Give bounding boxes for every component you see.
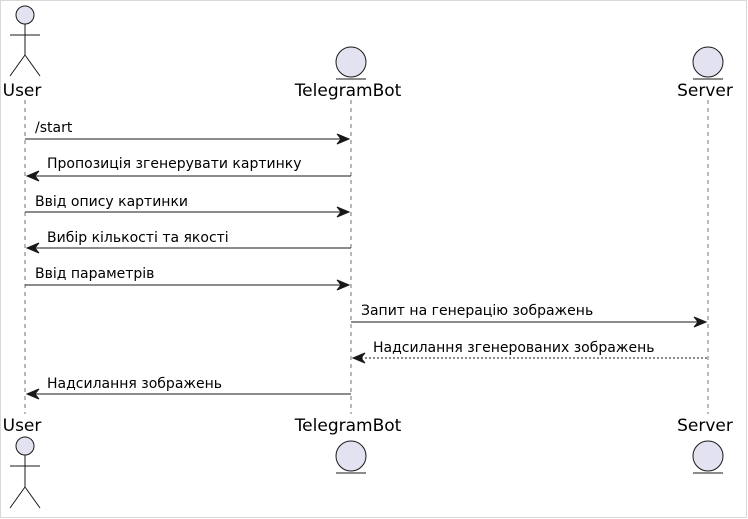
arrowhead-icon [25, 170, 40, 182]
arrowhead-icon [25, 242, 40, 254]
message-label-5: Ввід параметрів [35, 266, 154, 282]
participant-label-user-bottom: User [3, 416, 42, 436]
participant-label-server-bottom: Server [677, 416, 733, 436]
participant-label-telegrambot-top: TelegramBot [294, 81, 402, 101]
actor-head-icon [15, 5, 35, 25]
actor-user-bottom [9, 436, 41, 509]
entity-icon [692, 46, 724, 78]
message-label-2: Пропозиція згенерувати картинку [47, 156, 302, 172]
entity-server-bottom [692, 440, 724, 474]
message-label-6: Запит на генерацію зображень [361, 303, 593, 319]
message-label-8: Надсилання зображень [47, 376, 222, 392]
entity-icon [692, 440, 724, 472]
entity-icon [335, 440, 367, 472]
arrowhead-icon [336, 279, 351, 291]
entity-server-top [692, 46, 724, 80]
arrowhead-icon [351, 352, 366, 364]
entity-icon [335, 46, 367, 78]
actor-user-top [9, 5, 41, 77]
participant-label-telegrambot-bottom: TelegramBot [294, 416, 402, 436]
arrowhead-icon [693, 316, 708, 328]
entity-telegrambot-bottom [335, 440, 367, 474]
participant-label-server-top: Server [677, 81, 733, 101]
message-label-4: Вибір кількості та якості [47, 230, 229, 246]
message-label-1: /start [35, 120, 73, 136]
participant-label-user-top: User [3, 81, 42, 101]
arrowhead-icon [25, 388, 40, 400]
arrowhead-icon [336, 133, 351, 145]
message-label-7: Надсилання згенерованих зображень [373, 340, 654, 356]
actor-head-icon [15, 436, 35, 456]
entity-telegrambot-top [335, 46, 367, 80]
arrowhead-icon [336, 206, 351, 218]
message-label-3: Ввід опису картинки [35, 194, 188, 210]
